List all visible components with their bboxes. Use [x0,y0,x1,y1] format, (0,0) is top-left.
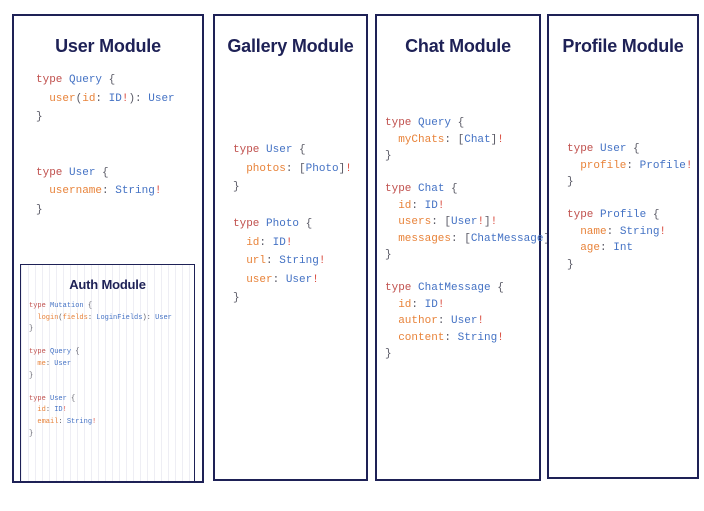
module-panel-chat[interactable]: Chat Module type Query { myChats: [Chat]… [375,14,557,481]
schema-code-profile: type User { profile: Profile! } type Pro… [567,143,693,271]
schema-code-user: type Query { user(id: ID!): User } type … [36,74,175,216]
schema-code-auth: type Mutation { login(fields: LoginField… [29,302,172,438]
module-title-profile: Profile Module [562,36,684,56]
module-panel-profile[interactable]: Profile Module type User { profile: Prof… [547,14,699,479]
module-panel-auth[interactable]: Auth Module type Mutation { login(fields… [20,264,195,482]
module-title-auth: Auth Module [69,277,146,292]
schema-code-gallery: type User { photos: [Photo]! } type Phot… [233,144,352,304]
schema-code-chat: type Query { myChats: [Chat]! } type Cha… [385,117,557,360]
module-title-chat: Chat Module [405,36,511,56]
module-title-user: User Module [55,36,161,56]
module-title-gallery: Gallery Module [227,36,354,56]
module-panel-user[interactable]: User Module type Query { user(id: ID!): … [12,14,204,483]
module-panel-gallery[interactable]: Gallery Module type User { photos: [Phot… [213,14,368,481]
